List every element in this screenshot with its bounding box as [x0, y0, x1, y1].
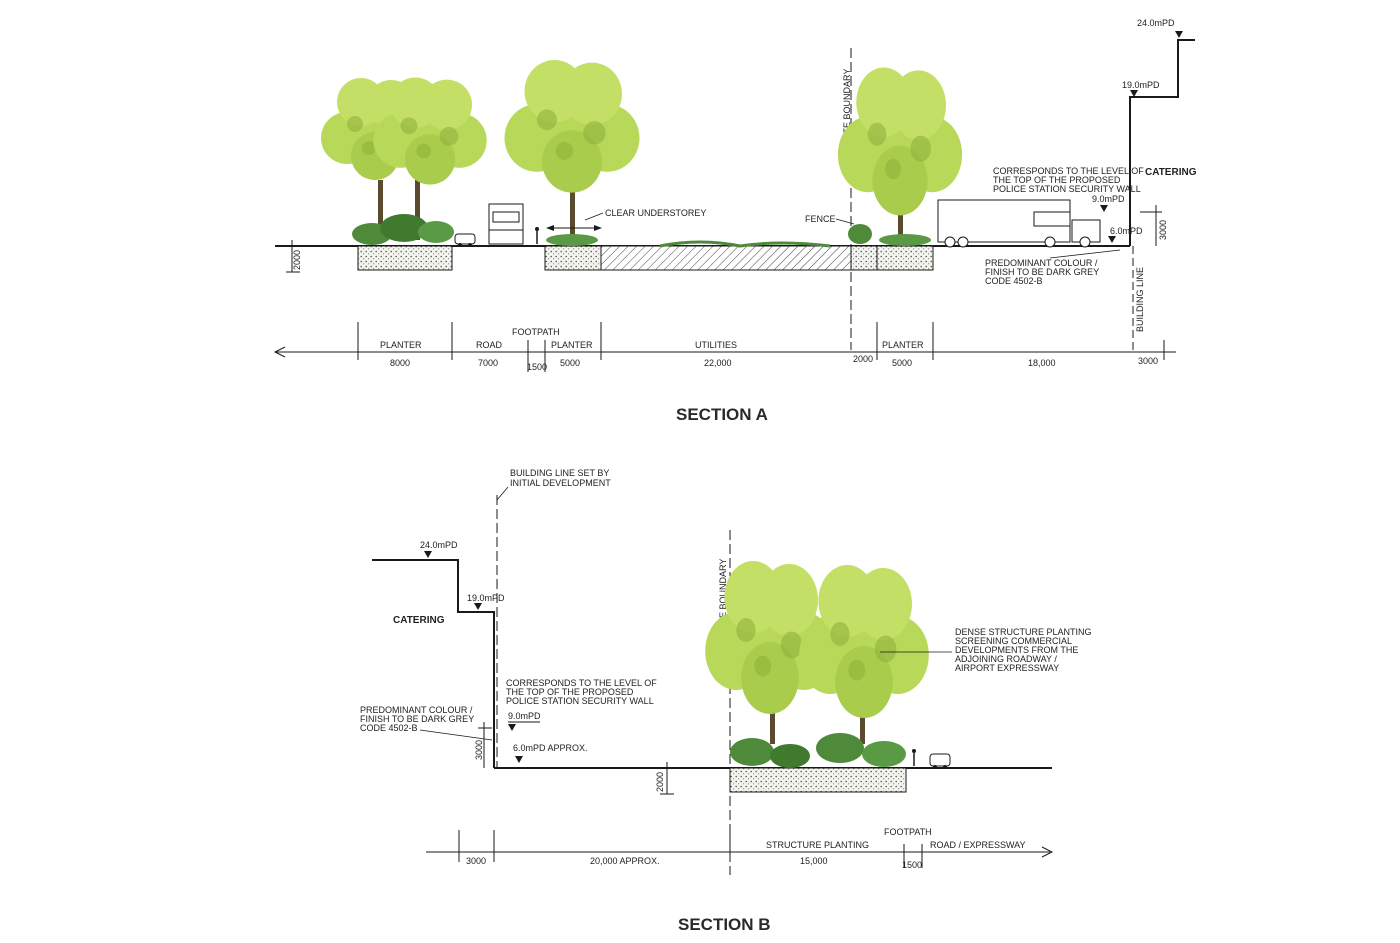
planter-1: [357, 245, 453, 271]
level-9-b: 9.0mPD: [508, 711, 541, 721]
colour-note-a-2: FINISH TO BE DARK GREY: [985, 267, 1099, 277]
level-24-a: 24.0mPD: [1137, 18, 1175, 28]
footpath-label-a: FOOTPATH: [512, 327, 560, 337]
dim-a-18000-value: 18,000: [1028, 358, 1056, 368]
tree-icon: [705, 561, 835, 744]
colour-note-b-3: CODE 4502-B: [360, 723, 418, 733]
dim-b-structure-planting: STRUCTURE PLANTING: [766, 840, 869, 850]
site-boundary-label-b: SITE BOUNDARY: [718, 559, 728, 632]
planting-note-5: AIRPORT EXPRESSWAY: [955, 663, 1059, 673]
dim-a-road: ROAD: [476, 340, 503, 350]
dim-a-boundary-value: 2000: [853, 354, 873, 364]
dim-a-3000-value: 3000: [1138, 356, 1158, 366]
tree-icon: [504, 60, 640, 242]
section-a-title: SECTION A: [676, 405, 768, 424]
planting-note-2: SCREENING COMMERCIAL: [955, 636, 1072, 646]
planting-note-4: ADJOINING ROADWAY /: [955, 654, 1057, 664]
dim-a-footpath-value: 1500: [527, 362, 547, 372]
dim-a-road-value: 7000: [478, 358, 498, 368]
planting-note-3: DEVELOPMENTS FROM THE: [955, 645, 1078, 655]
person-icon: [912, 749, 916, 766]
section-b-title: SECTION B: [678, 915, 771, 934]
car-icon: [929, 753, 951, 769]
building-line-note-1: BUILDING LINE SET BY: [510, 468, 609, 478]
dim-a-planter-1: PLANTER: [380, 340, 422, 350]
catering-label-b: CATERING: [393, 615, 445, 626]
wall-note-b-1: CORRESPONDS TO THE LEVEL OF: [506, 678, 657, 688]
truck-icon: [488, 203, 524, 245]
site-boundary-label-a: SITE BOUNDARY: [842, 69, 852, 142]
planter-2: [544, 245, 602, 271]
building-line-note-2: INITIAL DEVELOPMENT: [510, 478, 611, 488]
wall-note-b-2: THE TOP OF THE PROPOSED: [506, 687, 634, 697]
fence-label: FENCE: [805, 214, 836, 224]
level-19-b: 19.0mPD: [467, 593, 505, 603]
wall-note-a-2: THE TOP OF THE PROPOSED: [993, 175, 1121, 185]
colour-note-b-1: PREDOMINANT COLOUR /: [360, 705, 473, 715]
level-19-a: 19.0mPD: [1122, 80, 1160, 90]
planter-3: [876, 245, 934, 271]
dim-a-utilities-value: 22,000: [704, 358, 732, 368]
tree-icon: [799, 565, 929, 744]
shrub-icon: [848, 224, 872, 244]
dim-b-15000-value: 15,000: [800, 856, 828, 866]
level-6-b: 6.0mPD APPROX.: [513, 743, 588, 753]
dim-a-planter-1-value: 8000: [390, 358, 410, 368]
dim-b-1500-value: 1500: [902, 860, 922, 870]
dim-b-3000-value: 3000: [466, 856, 486, 866]
dimension-line-a: [273, 322, 1176, 372]
wall-note-a-1: CORRESPONDS TO THE LEVEL OF: [993, 166, 1144, 176]
building-line-label-a: BUILDING LINE: [1135, 267, 1145, 332]
dim-a-planter-3: PLANTER: [882, 340, 924, 350]
height-3000-b: 3000: [474, 740, 484, 760]
building-profile-a: [1129, 39, 1195, 246]
colour-note-a-1: PREDOMINANT COLOUR /: [985, 258, 1098, 268]
planting-note-1: DENSE STRUCTURE PLANTING: [955, 627, 1092, 637]
building-profile-b: [372, 559, 495, 768]
utilities-band: [600, 245, 852, 271]
dim-a-planter-3-value: 5000: [892, 358, 912, 368]
dim-a-planter-2: PLANTER: [551, 340, 593, 350]
dim-b-road-expressway: ROAD / EXPRESSWAY: [930, 840, 1026, 850]
colour-note-a-3: CODE 4502-B: [985, 276, 1043, 286]
level-6-a: 6.0mPD: [1110, 226, 1143, 236]
level-9-a: 9.0mPD: [1092, 194, 1125, 204]
colour-note-b-2: FINISH TO BE DARK GREY: [360, 714, 474, 724]
footpath-label-b: FOOTPATH: [884, 827, 932, 837]
depth-2000-b: 2000: [655, 772, 665, 792]
clear-understorey-label: CLEAR UNDERSTOREY: [605, 208, 706, 218]
shrub-icon: [352, 214, 454, 245]
dim-a-utilities: UTILITIES: [695, 340, 737, 350]
person-icon: [535, 227, 539, 244]
lorry-icon: [937, 199, 1101, 248]
section-b: BUILDING LINE SET BY INITIAL DEVELOPMENT…: [360, 468, 1092, 934]
section-a: 2000: [273, 18, 1197, 424]
height-3000-a: 3000: [1158, 220, 1168, 240]
dimension-line-b: [426, 830, 1054, 868]
dim-b-20000-value: 20,000 APPROX.: [590, 856, 660, 866]
tree-icon: [321, 77, 487, 240]
tree-icon: [837, 67, 963, 242]
shrub-icon: [730, 733, 906, 768]
level-24-b: 24.0mPD: [420, 540, 458, 550]
structure-planting-bed: [729, 767, 907, 793]
wall-note-a-3: POLICE STATION SECURITY WALL: [993, 184, 1141, 194]
wall-note-b-3: POLICE STATION SECURITY WALL: [506, 696, 654, 706]
depth-2000-a: 2000: [292, 250, 302, 270]
catering-label-a: CATERING: [1145, 167, 1197, 178]
dim-a-planter-2-value: 5000: [560, 358, 580, 368]
car-icon: [454, 233, 476, 247]
